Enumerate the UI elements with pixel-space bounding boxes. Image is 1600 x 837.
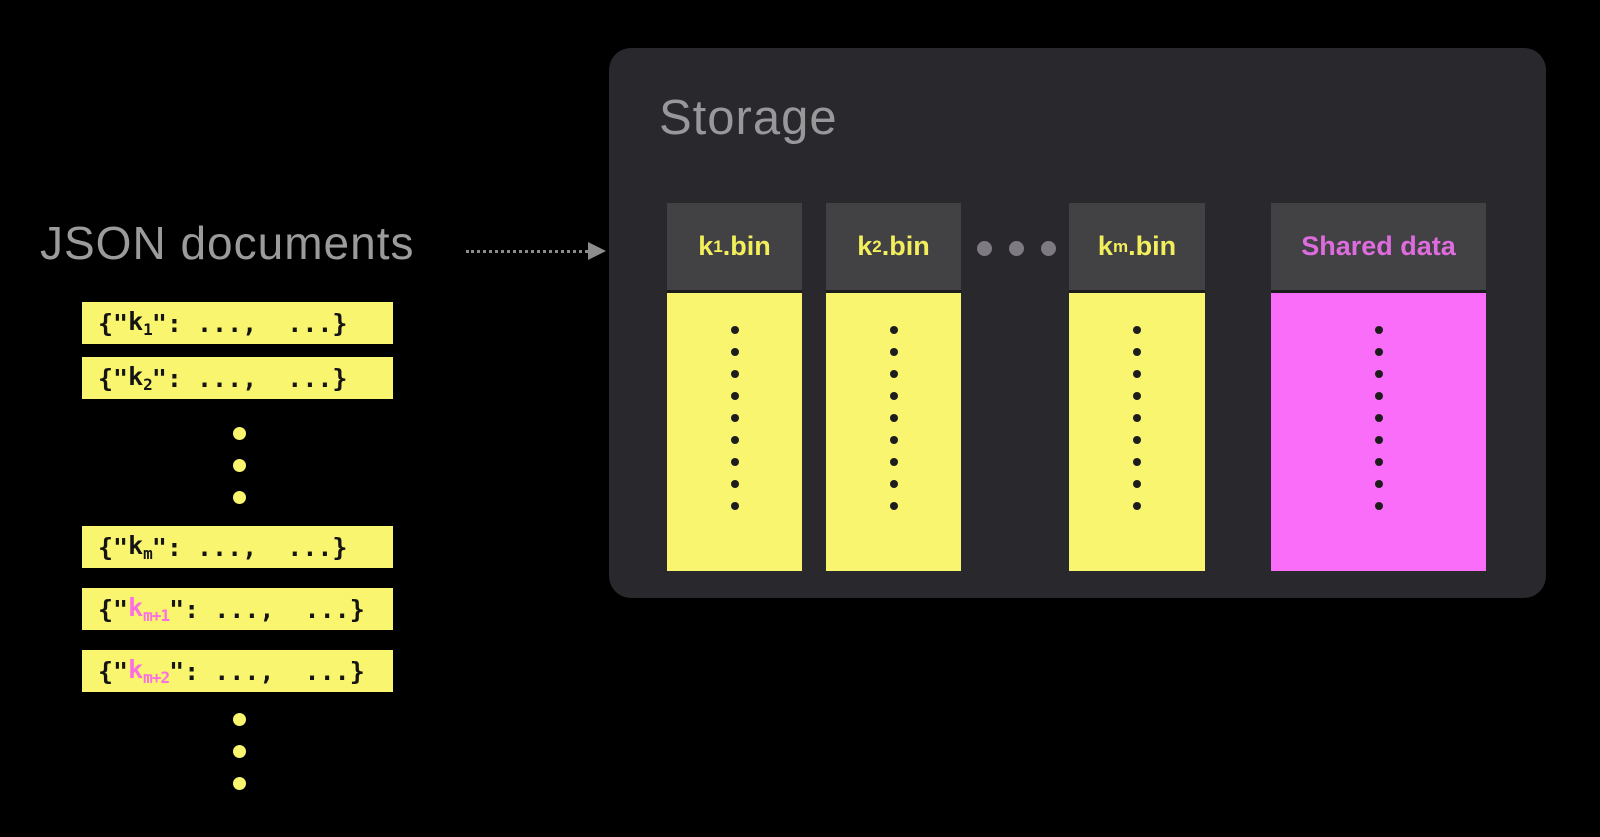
json-documents-label: JSON documents — [40, 217, 415, 269]
json-document-bar-km2: {"km+2": ..., ...} — [82, 650, 393, 692]
header-subscript: 2 — [872, 236, 882, 256]
ellipsis-dot — [889, 502, 898, 510]
ellipsis-dot — [889, 414, 898, 422]
ellipsis-dot — [1133, 502, 1141, 510]
json-document-bar-k2: {"k2": ..., ...} — [82, 357, 393, 399]
ellipsis-dot — [1133, 458, 1141, 466]
bar-rest: ": ..., ...} — [169, 594, 365, 624]
ellipsis-dot — [889, 326, 898, 334]
ellipsis-dot — [1374, 436, 1383, 444]
column-shared-data: Shared data — [1271, 203, 1486, 571]
ellipsis-dot — [1374, 414, 1383, 422]
bar-rest: ": ..., ...} — [151, 532, 348, 562]
json-document-bar-km: {"km": ..., ...} — [82, 526, 393, 568]
storage-title: Storage — [659, 91, 838, 145]
columns-ellipsis — [977, 241, 1056, 256]
ellipsis-dot — [730, 326, 739, 334]
ellipsis-dot — [233, 459, 246, 472]
column-body — [1069, 290, 1205, 571]
ellipsis-dot — [1374, 326, 1383, 334]
ellipsis-dot — [889, 480, 898, 488]
ellipsis-dot — [730, 480, 739, 488]
column-body — [1271, 290, 1486, 571]
bar-key-subscript: 2 — [143, 375, 153, 394]
json-document-bar-km1: {"km+1": ..., ...} — [82, 588, 393, 630]
bar-key: k2 — [128, 362, 153, 394]
header-subscript: 1 — [713, 236, 723, 256]
ellipsis-dot — [233, 777, 246, 790]
bar-open: {" — [98, 532, 129, 562]
ellipsis-dot — [889, 458, 898, 466]
ellipsis-dot — [977, 241, 992, 256]
ellipsis-dot — [730, 348, 739, 356]
column-header: Shared data — [1271, 203, 1486, 290]
bar-key: k1 — [128, 307, 153, 339]
ellipsis-dot — [889, 348, 898, 356]
ellipsis-dot — [1133, 436, 1141, 444]
ellipsis-dot — [730, 436, 739, 444]
bar-open: {" — [98, 594, 129, 624]
ellipsis-dot — [1041, 241, 1056, 256]
ellipsis-dot — [1133, 414, 1141, 422]
column-body — [667, 290, 802, 571]
bar-key-highlighted: km+2 — [128, 655, 170, 687]
flow-arrow-line — [466, 250, 588, 253]
ellipsis-dot — [1133, 370, 1141, 378]
bar-rest: ": ..., ...} — [151, 308, 348, 338]
bar-key-highlighted: km+1 — [128, 593, 170, 625]
ellipsis-dot — [889, 392, 898, 400]
bar-key-subscript: m — [143, 544, 153, 563]
bar-key: km — [128, 531, 153, 563]
arrow-head-icon — [588, 242, 606, 260]
vertical-ellipsis-bottom — [233, 713, 246, 790]
ellipsis-dot — [1374, 480, 1383, 488]
ellipsis-dot — [233, 745, 246, 758]
ellipsis-dot — [730, 502, 739, 510]
ellipsis-dot — [730, 458, 739, 466]
ellipsis-dot — [730, 370, 739, 378]
header-subscript: m — [1112, 236, 1129, 256]
ellipsis-dot — [1374, 458, 1383, 466]
ellipsis-dot — [889, 436, 898, 444]
bar-key-subscript: m+2 — [143, 668, 170, 687]
ellipsis-dot — [1133, 348, 1141, 356]
ellipsis-dot — [233, 427, 246, 440]
bar-key-subscript: 1 — [143, 320, 153, 339]
json-document-bar-k1: {"k1": ..., ...} — [82, 302, 393, 344]
vertical-ellipsis-top — [233, 427, 246, 504]
bar-open: {" — [98, 308, 129, 338]
ellipsis-dot — [889, 370, 898, 378]
ellipsis-dot — [233, 713, 246, 726]
bar-rest: ": ..., ...} — [151, 363, 348, 393]
bar-open: {" — [98, 363, 129, 393]
ellipsis-dot — [730, 414, 739, 422]
column-body — [826, 290, 961, 571]
ellipsis-dot — [1133, 480, 1141, 488]
bar-rest: ": ..., ...} — [169, 656, 365, 686]
ellipsis-dot — [1133, 326, 1141, 334]
ellipsis-dot — [1374, 392, 1383, 400]
bar-open: {" — [98, 656, 129, 686]
ellipsis-dot — [1374, 348, 1383, 356]
ellipsis-dot — [1133, 392, 1141, 400]
ellipsis-dot — [1374, 502, 1383, 510]
ellipsis-dot — [1009, 241, 1024, 256]
bar-key-subscript: m+1 — [143, 606, 170, 625]
ellipsis-dot — [1374, 370, 1383, 378]
ellipsis-dot — [233, 491, 246, 504]
ellipsis-dot — [730, 392, 739, 400]
